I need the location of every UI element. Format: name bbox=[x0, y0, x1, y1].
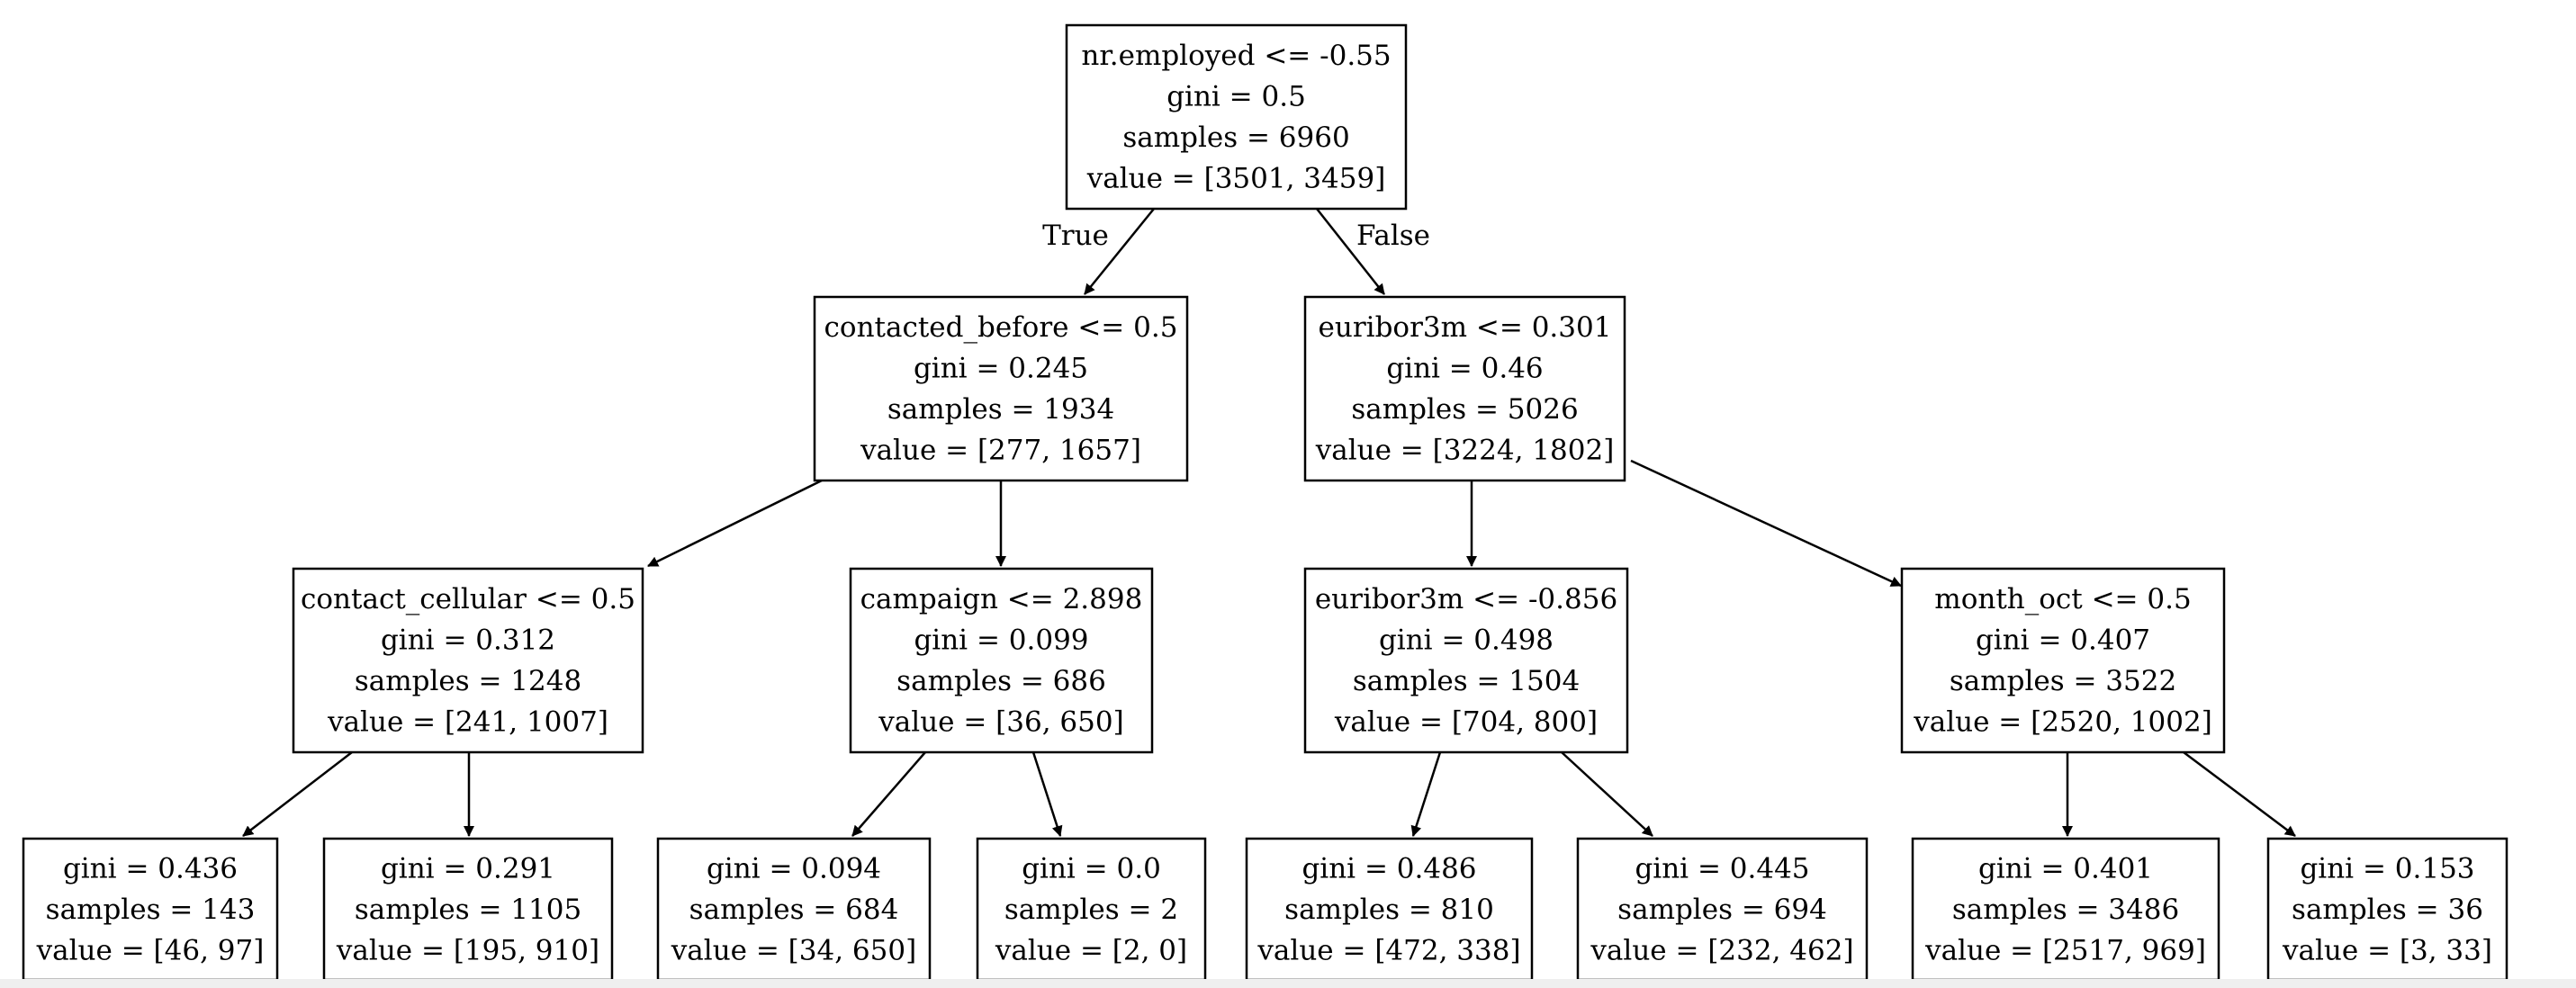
edge-rl-to-rlr bbox=[1561, 751, 1653, 837]
edge-ll-to-lll bbox=[242, 751, 353, 837]
node-line: contact_cellular <= 0.5 bbox=[301, 583, 635, 615]
node-line: gini = 0.0 bbox=[1022, 852, 1161, 885]
node-box bbox=[1303, 295, 1626, 482]
node-line: samples = 694 bbox=[1617, 894, 1827, 926]
node-line: samples = 1248 bbox=[355, 665, 581, 697]
node-line: samples = 5026 bbox=[1351, 393, 1578, 426]
node-box bbox=[813, 295, 1189, 482]
node-line: gini = 0.46 bbox=[1386, 353, 1543, 385]
tree-node-rr: month_oct <= 0.5 gini = 0.407 samples = 35… bbox=[1900, 567, 2226, 754]
node-line: value = [2517, 969] bbox=[1924, 934, 2206, 966]
node-line: samples = 3486 bbox=[1952, 894, 2179, 926]
edge-rr-to-rrr bbox=[2183, 751, 2296, 837]
tree-node-ll: contact_cellular <= 0.5 gini = 0.312 sampl… bbox=[292, 567, 644, 754]
node-line: samples = 6960 bbox=[1122, 121, 1349, 154]
node-line: samples = 36 bbox=[2292, 894, 2483, 926]
node-box bbox=[1245, 837, 1534, 982]
node-line: contacted_before <= 0.5 bbox=[824, 311, 1178, 344]
tree-node-rl: euribor3m <= -0.856 gini = 0.498 samples =… bbox=[1303, 567, 1629, 754]
node-box bbox=[656, 837, 932, 982]
node-box bbox=[1911, 837, 2220, 982]
node-line: value = [36, 650] bbox=[878, 706, 1123, 739]
node-box bbox=[2266, 837, 2508, 982]
edge-r-to-rr bbox=[1630, 459, 1902, 588]
node-box bbox=[1065, 23, 1408, 211]
node-line: gini = 0.099 bbox=[914, 624, 1088, 657]
edge-lr-to-lrr bbox=[1031, 751, 1063, 837]
node-line: value = [195, 910] bbox=[336, 934, 599, 966]
node-box bbox=[1303, 567, 1629, 754]
node-line: value = [2, 0] bbox=[995, 934, 1187, 966]
node-line: value = [46, 97] bbox=[36, 934, 265, 966]
node-box bbox=[292, 567, 644, 754]
node-box bbox=[976, 837, 1207, 982]
node-line: gini = 0.245 bbox=[914, 353, 1088, 385]
tree-node-lll: gini = 0.436 samples = 143 value = [46, 97… bbox=[22, 837, 279, 982]
node-line: samples = 143 bbox=[46, 894, 256, 926]
tree-node-lrl: gini = 0.094 samples = 684 value = [34, 65… bbox=[656, 837, 932, 982]
node-line: gini = 0.401 bbox=[1978, 852, 2153, 885]
edge-rl-to-rll bbox=[1410, 751, 1442, 837]
node-line: samples = 1105 bbox=[355, 894, 581, 926]
node-line: gini = 0.486 bbox=[1302, 852, 1476, 885]
node-line: euribor3m <= 0.301 bbox=[1319, 311, 1612, 344]
node-line: value = [277, 1657] bbox=[860, 435, 1141, 467]
node-line: gini = 0.5 bbox=[1166, 81, 1306, 113]
bottom-edge-band bbox=[0, 979, 2576, 988]
node-line: value = [232, 462] bbox=[1590, 934, 1853, 966]
node-line: samples = 3522 bbox=[1950, 665, 2176, 697]
node-line: gini = 0.407 bbox=[1976, 624, 2150, 657]
node-line: gini = 0.312 bbox=[381, 624, 555, 657]
node-line: gini = 0.153 bbox=[2300, 852, 2474, 885]
node-line: campaign <= 2.898 bbox=[860, 583, 1143, 615]
edge-lr-to-lrl bbox=[851, 751, 926, 837]
node-line: value = [704, 800] bbox=[1334, 706, 1598, 739]
node-line: gini = 0.498 bbox=[1379, 624, 1554, 657]
node-line: samples = 1934 bbox=[887, 393, 1114, 426]
node-box bbox=[849, 567, 1154, 754]
edge-label-false: False bbox=[1356, 220, 1430, 252]
tree-node-rlr: gini = 0.445 samples = 694 value = [232, 4… bbox=[1576, 837, 1869, 982]
edge-label-true: True bbox=[1042, 220, 1109, 252]
tree-node-rrr: gini = 0.153 samples = 36 value = [3, 33] bbox=[2266, 837, 2508, 982]
node-line: gini = 0.291 bbox=[381, 852, 555, 885]
node-line: euribor3m <= -0.856 bbox=[1315, 583, 1617, 615]
node-line: samples = 2 bbox=[1004, 894, 1178, 926]
node-line: samples = 686 bbox=[896, 665, 1106, 697]
tree-node-l: contacted_before <= 0.5 gini = 0.245 sampl… bbox=[813, 295, 1189, 482]
node-line: gini = 0.445 bbox=[1635, 852, 1809, 885]
edge-root-to-r bbox=[1316, 208, 1385, 295]
node-box bbox=[22, 837, 279, 982]
tree-node-rll: gini = 0.486 samples = 810 value = [472, 3… bbox=[1245, 837, 1534, 982]
node-line: samples = 810 bbox=[1284, 894, 1494, 926]
node-line: value = [34, 650] bbox=[671, 934, 916, 966]
tree-node-lr: campaign <= 2.898 gini = 0.099 samples = 6… bbox=[849, 567, 1154, 754]
tree-node-rrl: gini = 0.401 samples = 3486 value = [2517,… bbox=[1911, 837, 2220, 982]
edge-l-to-ll bbox=[647, 479, 823, 568]
node-line: value = [3224, 1802] bbox=[1315, 435, 1615, 467]
node-box bbox=[1900, 567, 2226, 754]
tree-node-lrr: gini = 0.0 samples = 2 value = [2, 0] bbox=[976, 837, 1207, 982]
node-line: gini = 0.094 bbox=[707, 852, 881, 885]
node-line: samples = 684 bbox=[689, 894, 899, 926]
node-line: value = [2520, 1002] bbox=[1913, 706, 2212, 739]
tree-node-llr: gini = 0.291 samples = 1105 value = [195, … bbox=[322, 837, 614, 982]
node-line: value = [3501, 3459] bbox=[1086, 163, 1386, 195]
node-line: value = [472, 338] bbox=[1256, 934, 1520, 966]
node-line: value = [3, 33] bbox=[2282, 934, 2492, 966]
node-line: gini = 0.436 bbox=[63, 852, 238, 885]
edge-root-to-l bbox=[1084, 208, 1155, 295]
node-line: nr.employed <= -0.55 bbox=[1081, 40, 1391, 72]
node-line: month_oct <= 0.5 bbox=[1934, 583, 2191, 615]
node-line: value = [241, 1007] bbox=[327, 706, 608, 739]
tree-node-root: nr.employed <= -0.55 gini = 0.5 samples = … bbox=[1065, 23, 1408, 211]
node-line: samples = 1504 bbox=[1353, 665, 1580, 697]
tree-node-r: euribor3m <= 0.301 gini = 0.46 samples = 5… bbox=[1303, 295, 1626, 482]
node-box bbox=[1576, 837, 1869, 982]
